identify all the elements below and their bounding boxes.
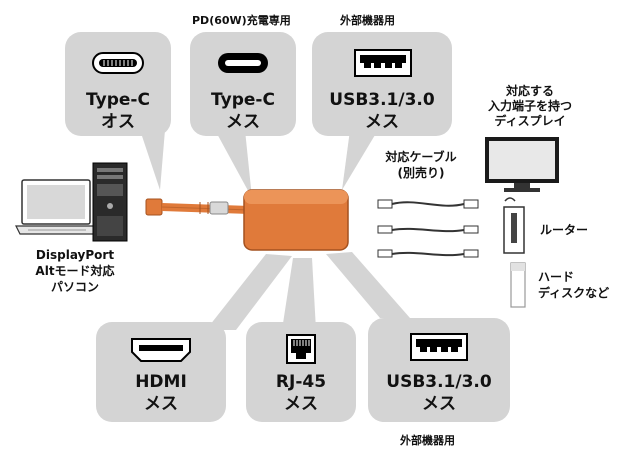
port-card-hdmi: HDMI メス xyxy=(96,322,226,422)
router-icon xyxy=(503,197,525,254)
hdd-label-line2: ディスクなど xyxy=(538,286,610,300)
hdd-label-line1: ハード xyxy=(538,270,575,284)
port-gender: オス xyxy=(101,112,135,132)
pc-label-line3: パソコン xyxy=(50,280,99,294)
hard-disk-icon xyxy=(510,262,526,308)
port-label: USB3.1/3.0 xyxy=(329,90,435,110)
router-label: ルーター xyxy=(540,223,589,237)
external-device-caption-bottom: 外部機器用 xyxy=(400,434,455,447)
pd-caption: PD(60W)充電専用 xyxy=(192,14,291,27)
cables-icon xyxy=(377,199,479,258)
port-card-typec-male: Type-C オス xyxy=(65,32,171,136)
port-gender: メス xyxy=(422,394,456,414)
external-device-caption-top: 外部機器用 xyxy=(340,14,395,27)
port-label: Type-C xyxy=(211,90,275,110)
cable-label-line2: (別売り) xyxy=(397,166,445,180)
usb-c-plug-icon xyxy=(92,52,144,74)
usb-a-port-icon xyxy=(354,49,412,77)
hdmi-port-icon xyxy=(131,338,191,362)
port-gender: メス xyxy=(365,112,399,132)
port-gender: メス xyxy=(226,112,260,132)
desktop-tower-icon xyxy=(92,162,128,242)
pc-label-line2: Altモード対応 xyxy=(35,264,115,278)
adapter-illustration xyxy=(145,189,349,251)
cable-label-line1: 対応ケーブル xyxy=(385,150,457,164)
port-label: USB3.1/3.0 xyxy=(386,372,492,392)
port-gender: メス xyxy=(144,394,178,414)
port-card-typec-female: Type-C メス xyxy=(190,32,296,136)
usb-c-port-icon xyxy=(218,53,268,73)
port-label: Type-C xyxy=(86,90,150,110)
display-label-line2: 入力端子を持つ xyxy=(487,99,572,113)
pc-label-line1: DisplayPort xyxy=(35,248,115,262)
port-card-rj45: RJ-45 メス xyxy=(246,322,356,422)
laptop-icon xyxy=(15,179,99,235)
monitor-icon xyxy=(485,137,559,192)
ethernet-port-icon xyxy=(286,334,316,364)
usb-a-port-icon xyxy=(410,333,468,361)
port-gender: メス xyxy=(284,394,318,414)
display-label-line1: 対応する xyxy=(505,84,554,98)
port-card-usb-female-bottom: USB3.1/3.0 メス xyxy=(368,318,510,422)
display-label-line3: ディスプレイ xyxy=(494,114,566,128)
port-card-usb-female-top: USB3.1/3.0 メス xyxy=(312,32,452,136)
port-label: RJ-45 xyxy=(275,372,327,392)
port-label: HDMI xyxy=(135,372,187,392)
